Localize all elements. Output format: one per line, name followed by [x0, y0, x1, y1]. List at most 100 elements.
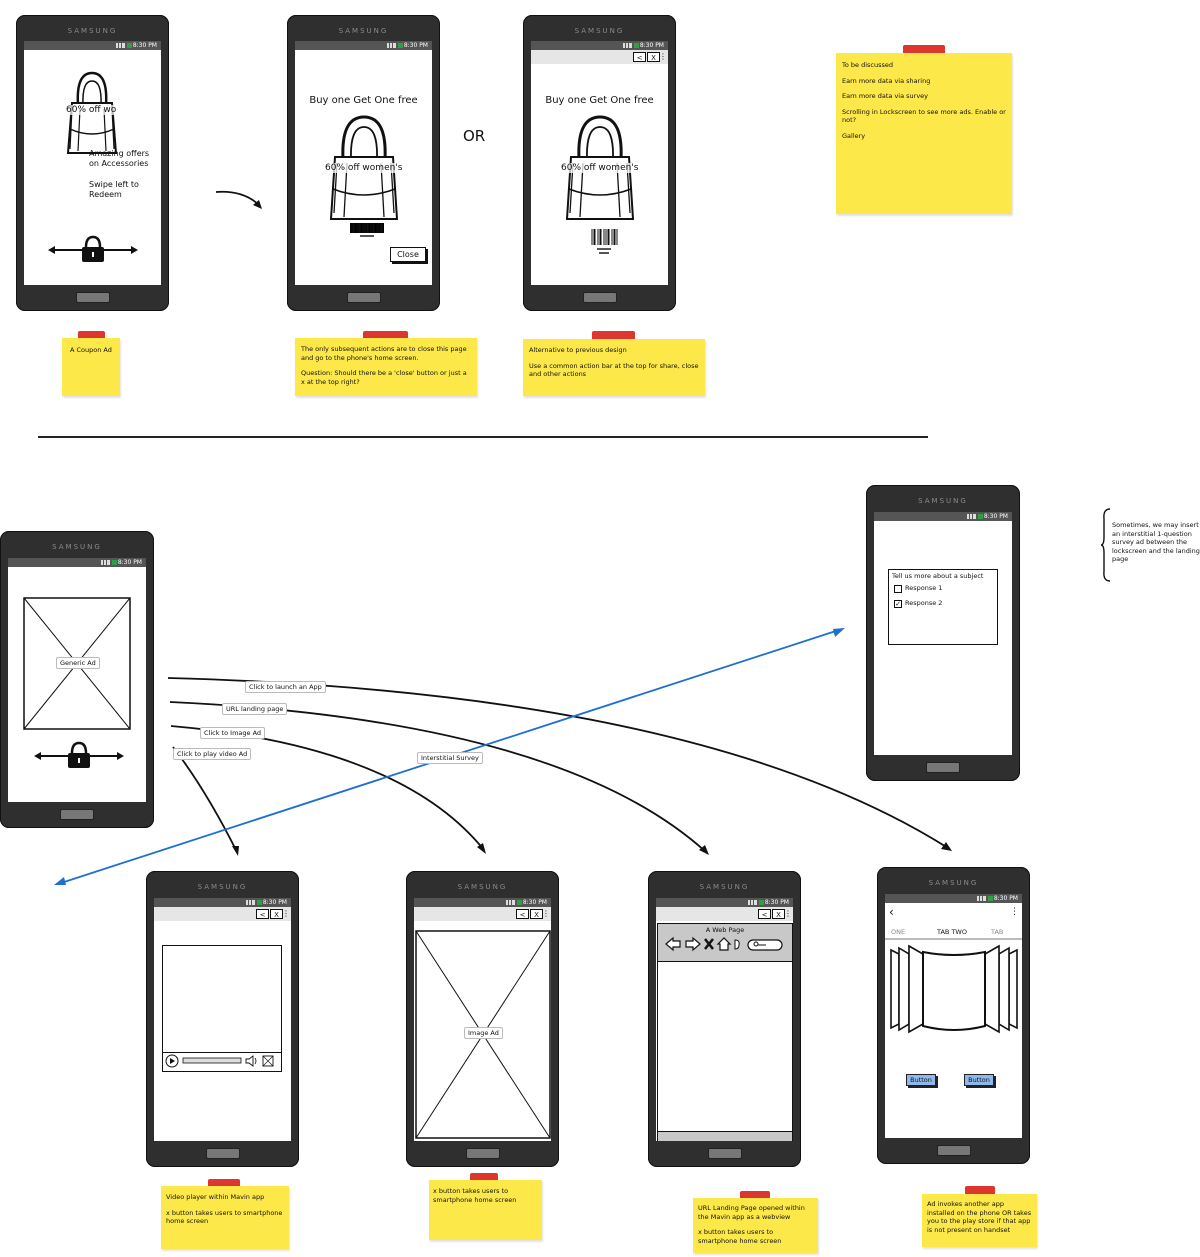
note-line: To be discussed: [842, 61, 894, 69]
note-line: Alternative to previous design: [529, 346, 627, 354]
side-note: Sometimes, we may insert an interstitial…: [1112, 521, 1200, 563]
back-button[interactable]: <: [516, 909, 529, 919]
home-button[interactable]: [206, 1148, 240, 1159]
battery-icon: [257, 900, 262, 905]
more-menu-icon[interactable]: ⋮: [659, 52, 667, 61]
status-time: 8:30 PM: [262, 899, 287, 906]
response-2-checkbox[interactable]: ✓: [894, 600, 902, 608]
sticky-note-image: x button takes users to smartphone home …: [429, 1180, 542, 1240]
more-menu-icon[interactable]: ⋮: [1010, 907, 1019, 917]
close-x-button[interactable]: X: [647, 52, 660, 62]
note-tape: [592, 331, 635, 341]
note-line: Question: Should there be a 'close' butt…: [301, 369, 467, 386]
more-menu-icon[interactable]: ⋮: [282, 909, 290, 918]
note-line: Use a common action bar at the top for s…: [529, 361, 699, 379]
offer-overlay: 60% off women's: [325, 163, 403, 173]
phone-coupon-lockscreen: SAMSUNG 8:30 PM 60% off wo Amazing offer…: [16, 15, 169, 311]
phone-app-launch: SAMSUNG 8:30 PM ‹ ⋮ ONE TAB TWO TAB Butt…: [877, 867, 1030, 1164]
section-divider: [38, 436, 928, 438]
phone-screen: 8:30 PM Buy one Get One free 60% off wom…: [295, 41, 432, 285]
signal-icon: [623, 43, 632, 48]
offer-headline: Buy one Get One free: [545, 95, 654, 106]
note-tape: [903, 45, 945, 55]
phone-brand: SAMSUNG: [699, 883, 750, 891]
status-time: 8:30 PM: [983, 513, 1008, 520]
back-button[interactable]: <: [633, 52, 646, 62]
note-tape: [363, 331, 408, 341]
tab-one[interactable]: ONE: [891, 928, 906, 936]
close-x-button[interactable]: X: [772, 909, 785, 919]
back-button[interactable]: <: [256, 909, 269, 919]
sticky-note-landing: The only subsequent actions are to close…: [295, 338, 477, 396]
back-button[interactable]: <: [758, 909, 771, 919]
response-1-checkbox[interactable]: [894, 585, 902, 593]
note-line: URL Landing Page opened within the Mavin…: [698, 1204, 805, 1221]
browser-bottom-bar: [658, 1131, 792, 1141]
phone-screen: 8:30 PM Generic Ad: [8, 558, 146, 802]
phone-screen: 8:30 PM < X ⋮ Image Ad: [414, 898, 551, 1141]
battery-icon: [988, 896, 993, 901]
more-menu-icon[interactable]: ⋮: [542, 909, 550, 918]
sticky-note-alternative: Alternative to previous design Use a com…: [523, 339, 705, 396]
note-tape: [78, 331, 105, 341]
signal-icon: [977, 896, 986, 901]
offer-overlay: 60% off women's: [561, 163, 639, 173]
battery-icon: [759, 900, 764, 905]
phone-brand: SAMSUNG: [52, 543, 102, 551]
or-label: OR: [463, 127, 486, 145]
action-bar: < X ⋮: [414, 907, 551, 921]
flow-label-launch-app: Click to launch an App: [245, 681, 326, 693]
flow-label-image-ad: Click to Image Ad: [200, 727, 266, 739]
close-x-button[interactable]: X: [530, 909, 543, 919]
battery-icon: [634, 43, 639, 48]
home-button[interactable]: [937, 1145, 971, 1156]
tab-three[interactable]: TAB: [991, 928, 1004, 936]
status-bar: 8:30 PM: [874, 512, 1012, 521]
note-tape: [965, 1186, 995, 1196]
sticky-note-video: Video player within Mavin app x button t…: [161, 1186, 289, 1249]
status-time: 8:30 PM: [639, 42, 664, 49]
home-button[interactable]: [583, 292, 617, 303]
app-button-1[interactable]: Button: [906, 1074, 936, 1086]
app-button-2[interactable]: Button: [964, 1074, 994, 1086]
home-button[interactable]: [708, 1148, 742, 1159]
home-button[interactable]: [76, 292, 110, 303]
flow-label-interstitial: Interstitial Survey: [417, 752, 483, 764]
home-button[interactable]: [926, 762, 960, 773]
response-1-label: Response 1: [905, 584, 943, 592]
tab-two[interactable]: TAB TWO: [937, 928, 967, 936]
phone-generic-lockscreen: SAMSUNG 8:30 PM Generic Ad: [0, 531, 154, 828]
home-button[interactable]: [466, 1148, 500, 1159]
close-button[interactable]: Close: [390, 247, 426, 262]
signal-icon: [101, 560, 110, 565]
status-bar: 8:30 PM: [656, 898, 793, 907]
close-x-button[interactable]: X: [270, 909, 283, 919]
flow-arrow: [215, 190, 262, 209]
browser-nav-icons[interactable]: [664, 936, 788, 952]
phone-brand: SAMSUNG: [338, 27, 389, 35]
handbag-icon: [66, 71, 118, 154]
phone-screen: 8:30 PM ‹ ⋮ ONE TAB TWO TAB Button Butto…: [885, 894, 1022, 1138]
lock-slider-icon[interactable]: [48, 235, 138, 263]
sticky-note-app: Ad invokes another app installed on the …: [922, 1194, 1037, 1247]
back-arrow-icon[interactable]: ‹: [889, 905, 894, 919]
phone-screen: 8:30 PM < X ⋮ A Web Page: [656, 898, 793, 1141]
response-2-label: Response 2: [905, 599, 943, 607]
phone-screen: 8:30 PM Tell us more about a subject Res…: [874, 512, 1012, 755]
home-button[interactable]: [60, 809, 94, 820]
offer-overlay: 60% off wo: [66, 105, 117, 115]
video-player[interactable]: [162, 945, 282, 1072]
phone-video-player: SAMSUNG 8:30 PM < X ⋮: [146, 871, 299, 1167]
home-button[interactable]: [347, 292, 381, 303]
offer-headline: Buy one Get One free: [309, 95, 418, 106]
status-bar: 8:30 PM: [414, 898, 551, 907]
note-line: Video player within Mavin app: [166, 1193, 265, 1201]
carousel-gallery[interactable]: [889, 944, 1019, 1036]
lock-slider-icon[interactable]: [34, 741, 124, 769]
sticky-note-coupon-ad: A Coupon Ad: [62, 338, 120, 396]
phone-web-landing: SAMSUNG 8:30 PM < X ⋮ A Web Page: [648, 871, 801, 1167]
more-menu-icon[interactable]: ⋮: [784, 909, 792, 918]
signal-icon: [387, 43, 396, 48]
action-bar: < X ⋮: [154, 907, 291, 921]
barcode-icon: [591, 229, 618, 254]
